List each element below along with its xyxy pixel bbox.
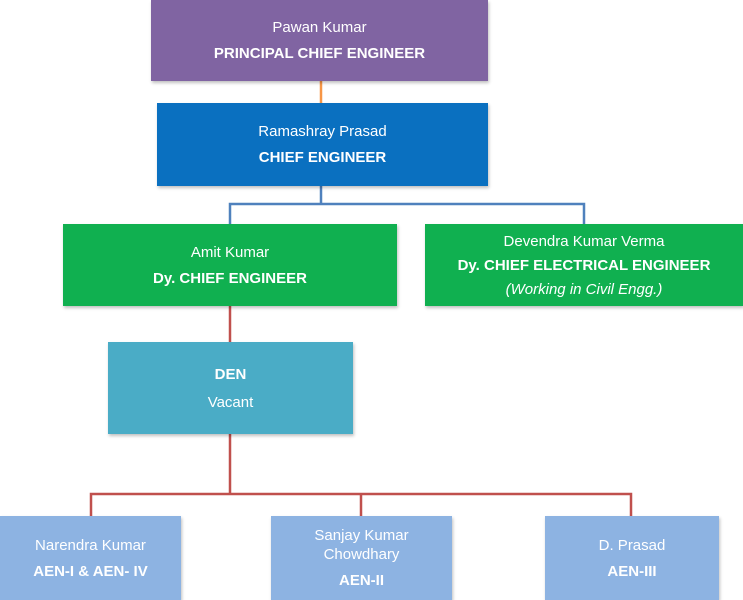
aen-2-name-line2: Chowdhary bbox=[323, 546, 400, 563]
aen-1-4-name: Narendra Kumar bbox=[35, 536, 146, 554]
dce-name: Amit Kumar bbox=[190, 243, 270, 261]
aen-3-name: D. Prasad bbox=[598, 536, 666, 554]
ce-name: Ramashray Prasad bbox=[258, 123, 387, 140]
aen-2-name-line1: Sanjay Kumar bbox=[314, 527, 409, 544]
dcee-note: (Working in Civil Engg.) bbox=[505, 280, 663, 298]
aen-1-4-box: Narendra Kumar AEN-I & AEN- IV bbox=[0, 516, 181, 600]
pce-title: PRINCIPAL CHIEF ENGINEER bbox=[213, 45, 426, 62]
ce-title: CHIEF ENGINEER bbox=[258, 149, 387, 166]
den-box: DEN Vacant bbox=[108, 342, 353, 434]
aen-2-title: AEN-II bbox=[339, 572, 384, 589]
chief-engineer-box: Ramashray Prasad CHIEF ENGINEER bbox=[157, 103, 488, 186]
den-name: Vacant bbox=[207, 393, 254, 411]
dy-chief-electrical-engineer-box: Devendra Kumar Verma Dy. CHIEF ELECTRICA… bbox=[425, 224, 743, 306]
dcee-title: Dy. CHIEF ELECTRICAL ENGINEER bbox=[457, 256, 711, 274]
pce-name: Pawan Kumar bbox=[272, 19, 367, 36]
dce-title: Dy. CHIEF ENGINEER bbox=[153, 269, 307, 287]
aen-3-title: AEN-III bbox=[607, 562, 657, 580]
dy-chief-engineer-box: Amit Kumar Dy. CHIEF ENGINEER bbox=[63, 224, 397, 306]
principal-chief-engineer-box: Pawan Kumar PRINCIPAL CHIEF ENGINEER bbox=[151, 0, 488, 81]
aen-2-box: Sanjay Kumar Chowdhary AEN-II bbox=[271, 516, 452, 600]
den-title: DEN bbox=[214, 365, 247, 383]
aen-1-4-title: AEN-I & AEN- IV bbox=[33, 562, 148, 580]
aen-3-box: D. Prasad AEN-III bbox=[545, 516, 719, 600]
connector-ce-deputies bbox=[228, 186, 586, 224]
connector-den-aens bbox=[89, 434, 633, 516]
dcee-name: Devendra Kumar Verma bbox=[503, 232, 665, 250]
